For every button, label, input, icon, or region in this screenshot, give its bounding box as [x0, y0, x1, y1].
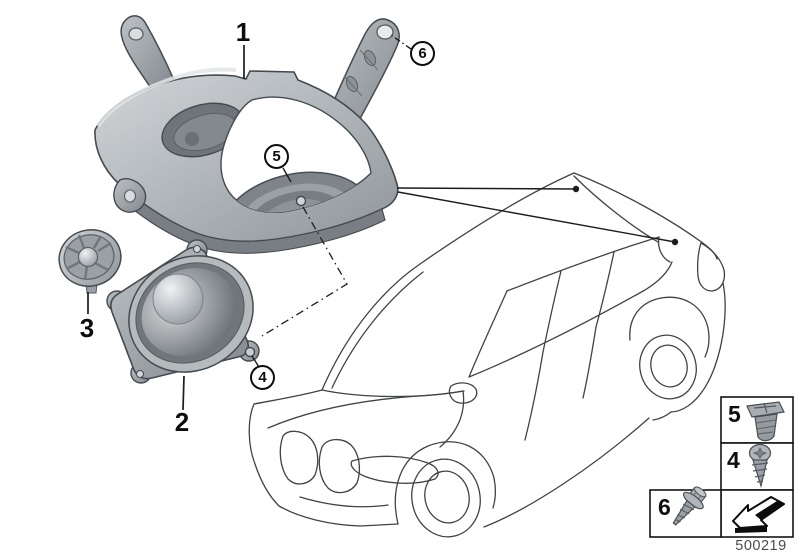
callout-5-circle[interactable]: 5	[264, 144, 289, 169]
direction-arrow-icon	[732, 496, 785, 533]
assembly-axis-dash-line	[261, 206, 348, 337]
callout-1-label[interactable]: 1	[235, 17, 251, 47]
bracket-rivet-head	[295, 195, 307, 207]
woofer-screw-head	[244, 346, 256, 358]
leader-line-2	[182, 375, 185, 411]
callout-6-circle[interactable]: 6	[410, 41, 435, 66]
car-front-wheel	[411, 458, 481, 538]
leader-line-6	[390, 34, 412, 50]
callout-2-label[interactable]: 2	[174, 407, 190, 437]
location-line-roof	[396, 187, 577, 190]
legend-table	[649, 396, 794, 538]
tweeter-grille-spokes	[65, 234, 112, 281]
pan-head-screw-icon	[748, 443, 772, 489]
bracket-left-arm-hole	[128, 27, 144, 41]
tweeter-dome	[77, 246, 99, 268]
car-kidney-grille-right	[318, 438, 361, 494]
location-line-dpillar	[397, 191, 676, 243]
legend-number-4[interactable]: 4	[727, 447, 740, 473]
callout-3-label[interactable]: 3	[79, 313, 95, 343]
legend-number-6[interactable]: 6	[658, 494, 671, 520]
legend-number-5[interactable]: 5	[728, 401, 741, 427]
woofer-part-drawing	[106, 239, 260, 384]
woofer-dust-cap	[152, 273, 204, 325]
leader-line-5	[282, 167, 292, 183]
hex-flange-screw-icon	[672, 486, 707, 526]
location-dot-roof	[572, 185, 580, 193]
car-rear-wheel	[639, 334, 697, 400]
car-outline-drawing	[248, 172, 726, 538]
bracket-part-drawing	[94, 15, 400, 254]
bracket-right-arm-hole	[376, 24, 394, 40]
callout-4-circle[interactable]: 4	[250, 365, 275, 390]
location-dot-dpillar	[671, 238, 679, 246]
car-mirror	[448, 382, 478, 404]
tweeter-part-drawing	[58, 229, 122, 294]
expansion-rivet-icon	[746, 401, 785, 442]
leader-lines	[87, 34, 679, 411]
car-kidney-grille-left	[279, 430, 319, 485]
doc-number: 500219	[735, 538, 787, 554]
car-rear-lamp	[696, 242, 726, 292]
car-headlight	[350, 455, 439, 484]
